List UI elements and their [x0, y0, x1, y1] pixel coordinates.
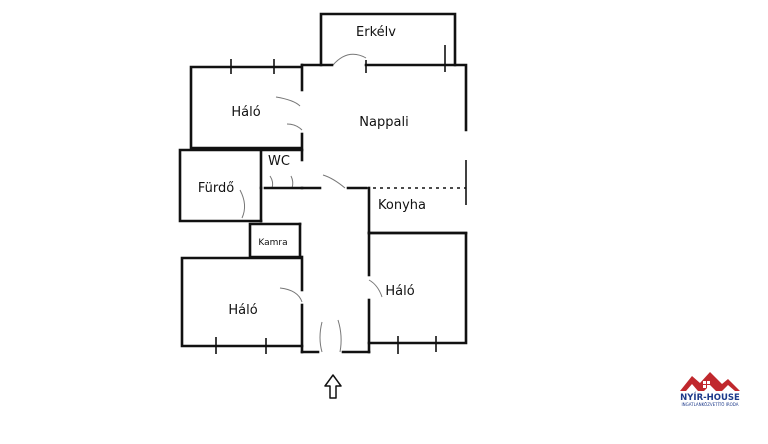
nyir-house-logo: NYÍR-HOUSE INGATLANKÖZVETÍTŐ IRODA: [680, 372, 740, 407]
balcony: [319, 12, 457, 72]
label-wc: WC: [268, 154, 290, 169]
up-arrow-icon: [324, 374, 342, 399]
corridor: [279, 231, 383, 354]
label-kitchen: Konyha: [378, 198, 426, 213]
label-bathroom: Fürdő: [198, 181, 234, 196]
label-bedroom-top: Háló: [231, 105, 260, 120]
label-bedroom-bottom-left: Háló: [228, 303, 257, 318]
label-bedroom-bottom-right: Háló: [385, 284, 414, 299]
corridor-top-wall: [263, 174, 466, 190]
label-pantry: Kamra: [258, 238, 287, 248]
logo-subtitle: INGATLANKÖZVETÍTŐ IRODA: [681, 402, 738, 407]
bedroom-bottom-left: [180, 256, 304, 354]
label-living-room: Nappali: [359, 115, 408, 130]
label-balcony: Erkélv: [356, 25, 396, 40]
bedroom-bottom-right: [367, 231, 468, 354]
bedroom-top: [189, 59, 303, 150]
living-room: [300, 60, 468, 188]
logo-name: NYÍR-HOUSE: [680, 391, 740, 403]
